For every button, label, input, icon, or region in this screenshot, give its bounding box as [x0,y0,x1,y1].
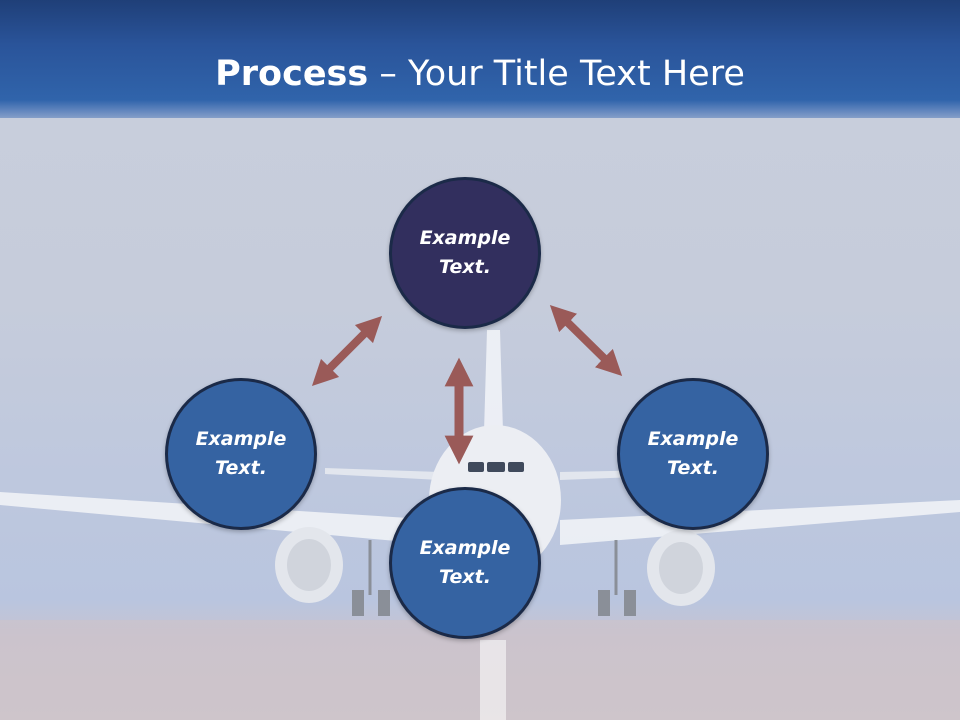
node-bottom-text: Example Text. [419,537,511,588]
process-node-bottom[interactable]: Example Text. [389,487,541,639]
arrow-left-top [311,315,383,387]
node-top-text: Example Text. [419,227,511,278]
process-node-right[interactable]: Example Text. [617,378,769,530]
title-band [0,0,960,118]
arrow-top-right [549,305,623,376]
node-right-text: Example Text. [647,428,739,479]
title-bold-part: Process [215,54,369,94]
title-rest-part: – Your Title Text Here [368,54,745,94]
process-node-top[interactable]: Example Text. [389,177,541,329]
process-node-left[interactable]: Example Text. [165,378,317,530]
node-left-text: Example Text. [195,428,287,479]
slide-title: Process – Your Title Text Here [0,52,960,96]
